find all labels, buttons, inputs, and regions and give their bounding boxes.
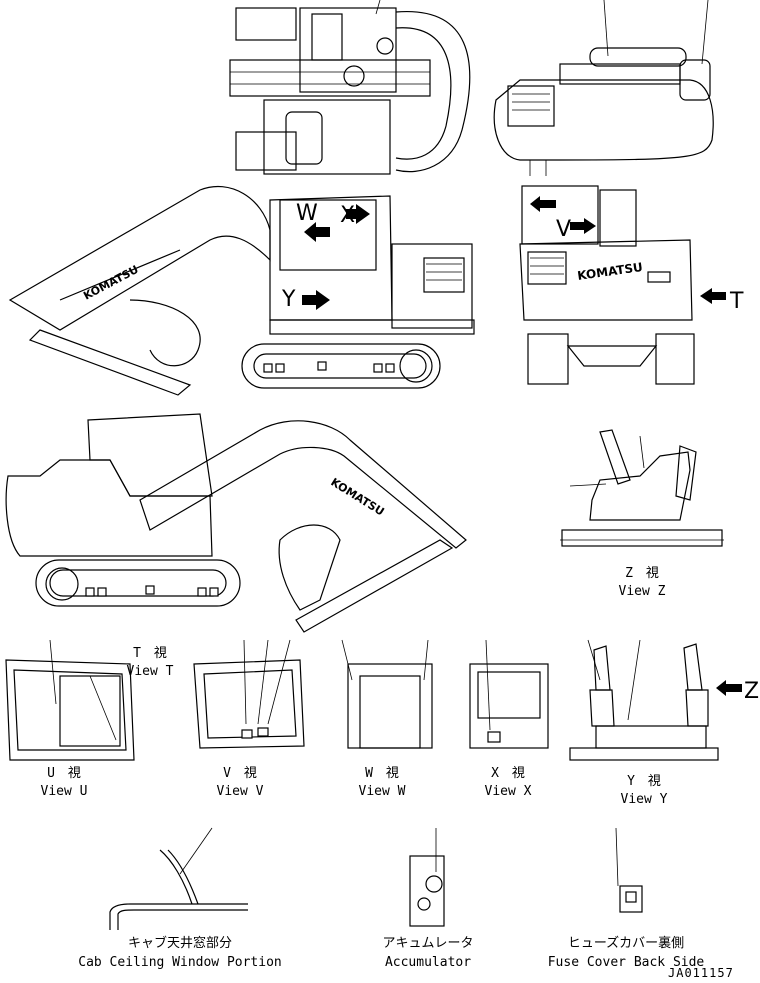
marker-w: W [296,201,318,226]
rear-top-view [493,0,714,176]
cab-ceiling-window-detail [109,827,248,930]
cab-frame-v [193,639,305,749]
cab-frame-x [469,639,549,749]
marker-v: V [556,217,571,242]
brand-text-boom-upper: KOMATSU [81,263,140,303]
side-view-right: KOMATSU [5,413,467,633]
brand-text-rear: KOMATSU [576,260,643,283]
view-v-label-en: View V [216,784,264,799]
accumulator-detail [409,828,445,927]
cab-frame-w [341,639,433,749]
view-t-label-en: View T [126,664,174,679]
view-u-label-en: View U [40,784,88,799]
accumulator-label-en: Accumulator [384,955,472,970]
view-v-label-jp: V 視 [223,766,257,781]
drawing-code: JA011157 [668,966,734,980]
rear-view: KOMATSU [519,185,726,385]
marker-t: T [729,289,744,314]
cab-frame-u [5,639,135,761]
accumulator-label-jp: アキュムレータ [382,936,474,951]
view-x-label-en: View X [484,784,532,799]
fuse-cover-label-en: Fuse Cover Back Side [547,955,705,970]
seat-view-z [560,429,724,547]
top-plan-view [229,0,471,175]
view-u-label-jp: U 視 [47,766,81,781]
view-y-label-en: View Y [620,792,668,807]
view-y-label-jp: Y 視 [627,774,661,789]
marker-z: Z [744,679,759,704]
side-view-left: KOMATSU [8,185,475,396]
fuse-cover-detail [615,827,643,913]
brand-text-boom-lower: KOMATSU [328,476,386,519]
marker-x: X [340,203,355,228]
cab-ceiling-label-en: Cab Ceiling Window Portion [78,955,282,970]
view-z-label-en: View Z [618,584,666,599]
marker-y: Y [281,287,296,312]
fuse-cover-label-jp: ヒューズカバー裏側 [567,936,685,951]
view-w-label-en: View W [358,784,406,799]
seat-view-y [569,639,742,761]
view-x-label-jp: X 視 [491,766,525,781]
view-z-label-jp: Z 視 [625,566,659,581]
cab-ceiling-label-jp: キャブ天井窓部分 [127,936,233,951]
view-t-label-jp: T 視 [133,646,167,661]
view-w-label-jp: W 視 [365,766,399,781]
